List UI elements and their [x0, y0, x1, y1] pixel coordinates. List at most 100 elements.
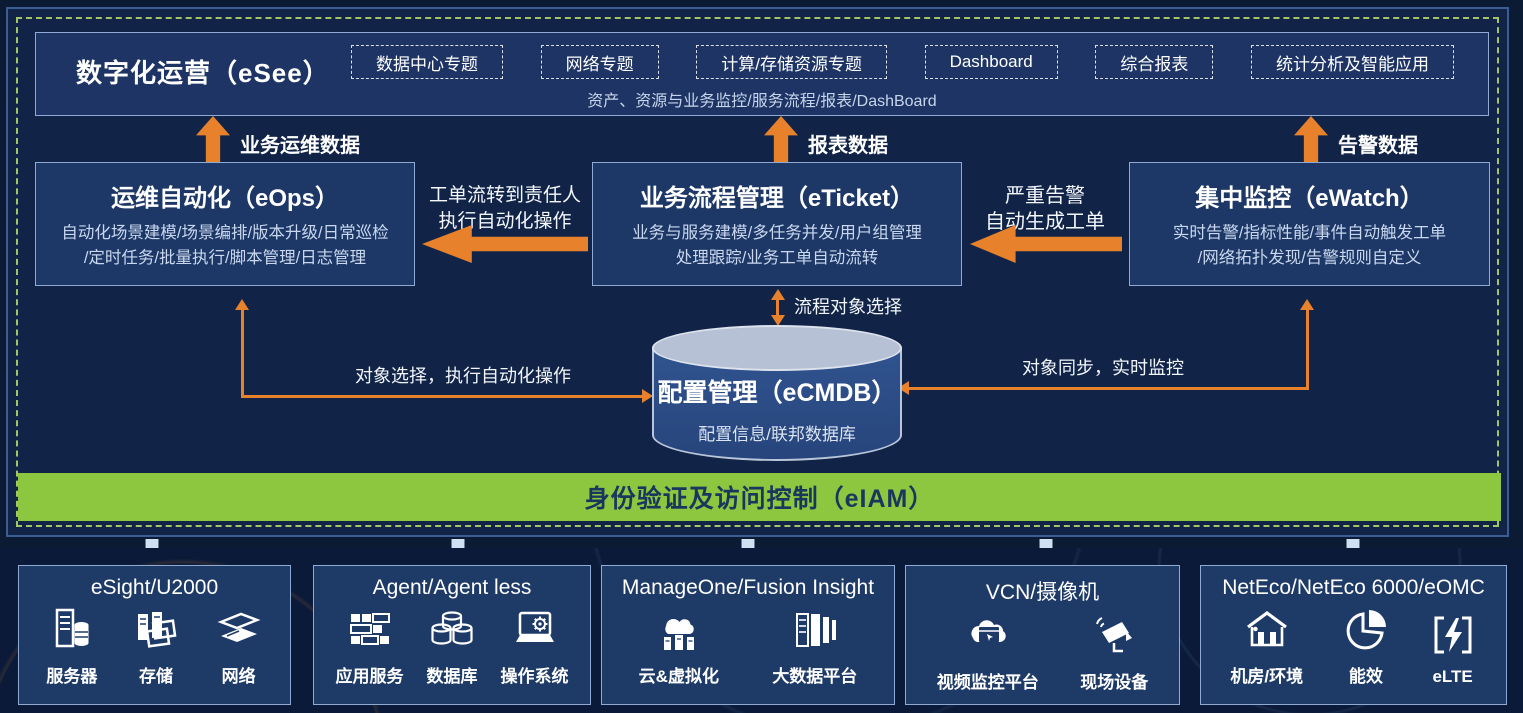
energy-pie-icon [1342, 606, 1390, 659]
item-bigdata: 大数据平台 [772, 606, 857, 687]
module-ewatch-desc-line2: /网络拓扑发现/告警规则自定义 [1197, 249, 1422, 267]
group-agent: Agent/Agent less 应用服务 [313, 565, 591, 705]
datacenter-house-icon [1243, 606, 1291, 659]
arrow-ticket-cmdb-head-up [771, 289, 785, 300]
item-server-label: 服务器 [46, 667, 98, 686]
cloud-virtualization-icon [655, 606, 703, 659]
up-arrow-eops [196, 116, 230, 162]
database-icon [428, 606, 476, 659]
storage-icon [132, 606, 180, 659]
module-eops-desc-line2: /定时任务/批量执行/脚本管理/日志管理 [83, 249, 367, 267]
module-eticket-title: 业务流程管理（eTicket） [639, 185, 915, 212]
group-neteco: NetEco/NetEco 6000/eOMC 机房/环境 能效 [1200, 565, 1507, 705]
item-database-label: 数据库 [426, 667, 478, 686]
item-bigdata-label: 大数据平台 [772, 667, 858, 686]
arrow-watch-cmdb-head-up [1300, 299, 1314, 310]
chip-dashboard: Dashboard [924, 45, 1058, 79]
arrow-ops-cmdb-vline [241, 309, 244, 397]
item-datacenter-room: 机房/环境 [1230, 606, 1303, 687]
main-panel: 数字化运营（eSee） 数据中心专题 网络专题 计算/存储资源专题 Dashbo… [6, 7, 1509, 537]
arrow-ops-cmdb-head-up [235, 299, 249, 310]
label-watch-cmdb: 对象同步，实时监控 [1022, 358, 1184, 378]
label-ticket-to-ops-line2: 执行自动化操作 [438, 211, 572, 232]
iam-bar: 身份验证及访问控制（eIAM） [18, 473, 1501, 521]
elte-icon [1429, 611, 1477, 664]
group-esight-title: eSight/U2000 [90, 576, 219, 599]
cmdb-cylinder-top [652, 325, 902, 371]
network-icon [215, 606, 263, 659]
arrow-ops-cmdb-head-right [642, 389, 653, 403]
cmdb-subtitle: 配置信息/联邦数据库 [698, 425, 856, 444]
group-vcn: VCN/摄像机 视频监控平台 现场设备 [905, 565, 1180, 705]
item-video-platform-label: 视频监控平台 [936, 673, 1039, 692]
chip-reports: 综合报表 [1095, 45, 1214, 79]
esee-subtitle: 资产、资源与业务监控/服务流程/报表/DashBoard [587, 93, 937, 110]
module-eops-desc: 自动化场景建模/场景编排/版本升级/日常巡检 /定时任务/批量执行/脚本管理/日… [36, 221, 414, 271]
item-storage: 存储 [132, 606, 180, 687]
module-ewatch-desc: 实时告警/指标性能/事件自动触发工单 /网络拓扑发现/告警规则自定义 [1130, 221, 1489, 271]
label-watch-to-ticket: 严重告警 自动生成工单 [945, 183, 1145, 235]
item-energy: 能效 [1342, 606, 1390, 687]
module-eticket-desc-line1: 业务与服务建模/多任务并发/用户组管理 [632, 224, 922, 242]
item-cloud-virtualization-label: 云&虚拟化 [638, 667, 719, 686]
arrow-ticket-cmdb-head-down [771, 315, 785, 326]
camera-icon [1090, 612, 1138, 665]
label-ticket-to-ops-line1: 工单流转到责任人 [428, 185, 581, 206]
item-database: 数据库 [427, 606, 478, 687]
item-storage-label: 存储 [138, 667, 173, 686]
item-os-label: 操作系统 [500, 667, 569, 686]
os-icon [511, 606, 559, 659]
label-ticket-to-ops: 工单流转到责任人 执行自动化操作 [395, 183, 615, 235]
module-ewatch-desc-line1: 实时告警/指标性能/事件自动触发工单 [1172, 224, 1447, 242]
chip-compute-storage: 计算/存储资源专题 [696, 45, 887, 79]
group-manageone: ManageOne/Fusion Insight 云&虚拟化 [601, 565, 895, 705]
app-service-icon [346, 606, 394, 659]
up-arrow-ewatch-label: 告警数据 [1338, 135, 1418, 157]
chip-analytics: 统计分析及智能应用 [1250, 45, 1454, 79]
item-elte: eLTE [1429, 611, 1477, 687]
label-watch-to-ticket-line2: 自动生成工单 [985, 211, 1105, 233]
cmdb-cylinder-body [652, 348, 902, 461]
arrow-ops-cmdb-hline [241, 395, 644, 398]
module-eticket-desc-line2: 处理跟踪/业务工单自动流转 [675, 249, 879, 267]
chip-data-center: 数据中心专题 [351, 45, 503, 79]
item-server: 服务器 [46, 606, 97, 687]
bigdata-icon [791, 606, 839, 659]
item-network: 网络 [215, 606, 263, 687]
arrow-watch-cmdb-hline [909, 387, 1309, 390]
arrow-watch-cmdb-head-left [898, 381, 909, 395]
module-eops-desc-line1: 自动化场景建模/场景编排/版本升级/日常巡检 [61, 224, 389, 242]
item-app-service: 应用服务 [336, 606, 404, 687]
label-watch-to-ticket-line1: 严重告警 [1005, 185, 1085, 207]
module-eops: 运维自动化（eOps） 自动化场景建模/场景编排/版本升级/日常巡检 /定时任务… [35, 162, 415, 286]
up-arrow-eops-label: 业务运维数据 [240, 135, 360, 157]
item-datacenter-room-label: 机房/环境 [1230, 667, 1304, 686]
label-ops-cmdb: 对象选择，执行自动化操作 [355, 366, 571, 386]
arrow-watch-cmdb-vline [1306, 309, 1309, 389]
module-ewatch-title: 集中监控（eWatch） [1195, 185, 1424, 212]
server-icon [48, 606, 96, 659]
group-agent-title: Agent/Agent less [372, 576, 532, 599]
module-ewatch: 集中监控（eWatch） 实时告警/指标性能/事件自动触发工单 /网络拓扑发现/… [1129, 162, 1490, 286]
video-platform-icon [964, 612, 1012, 665]
cmdb-title: 配置管理（eCMDB） [657, 379, 897, 407]
item-elte-label: eLTE [1432, 667, 1473, 686]
arrow-ticket-cmdb-line [776, 299, 779, 316]
item-energy-label: 能效 [1348, 667, 1383, 686]
item-network-label: 网络 [221, 667, 256, 686]
label-ticket-cmdb: 流程对象选择 [794, 297, 902, 317]
up-arrow-ewatch [1294, 116, 1328, 162]
group-esight-u2000: eSight/U2000 服务器 [18, 565, 291, 705]
esee-chip-row: 数据中心专题 网络专题 计算/存储资源专题 Dashboard 综合报表 统计分… [351, 45, 1454, 79]
item-os: 操作系统 [501, 606, 569, 687]
chip-network: 网络专题 [540, 45, 659, 79]
module-eops-title: 运维自动化（eOps） [110, 185, 340, 212]
esee-title: 数字化运营（eSee） [76, 58, 330, 88]
group-neteco-title: NetEco/NetEco 6000/eOMC [1222, 576, 1485, 599]
item-app-service-label: 应用服务 [335, 667, 404, 686]
cmdb-cylinder: 配置管理（eCMDB） 配置信息/联邦数据库 [652, 325, 902, 461]
item-video-platform: 视频监控平台 [937, 612, 1039, 693]
up-arrow-eticket [764, 116, 798, 162]
module-eticket-desc: 业务与服务建模/多任务并发/用户组管理 处理跟踪/业务工单自动流转 [593, 221, 961, 271]
